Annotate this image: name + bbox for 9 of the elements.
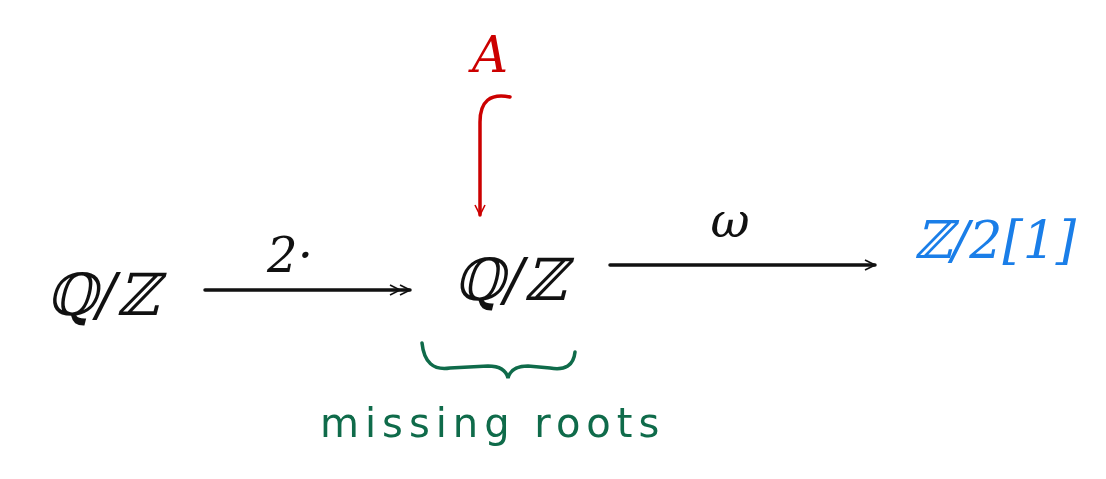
annotation-text: missing roots	[320, 400, 666, 446]
math-term: ℚ/ℤ	[15, 250, 190, 340]
arrow	[474, 94, 512, 217]
edge-label: ω	[710, 192, 750, 248]
math-term: A	[445, 25, 535, 85]
math-term: ℤ/2[1]	[890, 200, 1100, 280]
edge-label: 2·	[267, 227, 313, 283]
math-term: ℚ/ℤ	[425, 235, 595, 325]
arrow	[608, 259, 877, 271]
